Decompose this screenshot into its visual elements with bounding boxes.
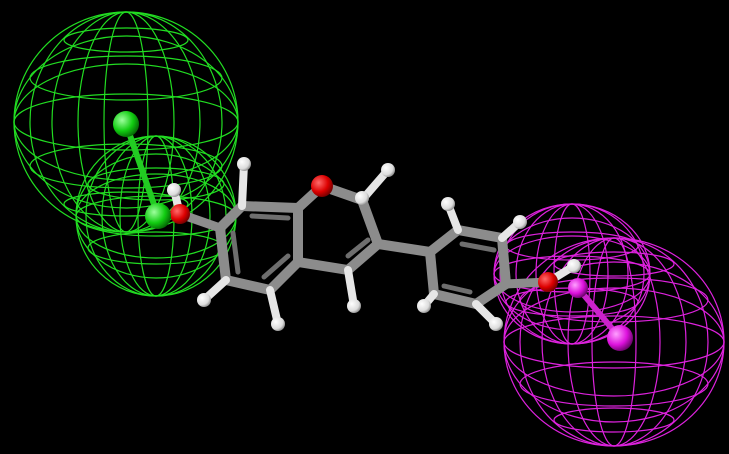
hydrogen-atom <box>197 293 211 307</box>
hydrogen-atom <box>237 157 251 171</box>
donor-sphere-large <box>13 11 239 233</box>
hydrogen-atom <box>489 317 503 331</box>
hydrogen-atom <box>167 183 181 197</box>
hydrogen-atom <box>381 163 395 177</box>
donor-feature-tail <box>145 203 171 229</box>
right-hydroxyl-oxygen-atom <box>538 272 558 292</box>
hydrogen-atom <box>441 197 455 211</box>
donor-feature-head <box>113 111 139 137</box>
molecule-atoms[interactable] <box>113 111 633 351</box>
left-hydroxyl-oxygen-atom <box>170 204 190 224</box>
hydrogen-atom <box>417 299 431 313</box>
acceptor-feature-head <box>568 278 588 298</box>
aromatic-double-bonds <box>230 213 497 295</box>
ring-oxygen-atom <box>311 175 333 197</box>
hydrogen-atom <box>513 215 527 229</box>
donor-feature-mesh[interactable] <box>13 11 239 297</box>
acceptor-sphere-large <box>503 237 725 447</box>
acceptor-feature-tail <box>607 325 633 351</box>
acceptor-feature-mesh[interactable] <box>493 203 725 447</box>
hydrogen-atom <box>271 317 285 331</box>
hydrogen-atom <box>567 259 581 273</box>
carbon-bonds <box>215 195 511 309</box>
hydrogen-atom <box>347 299 361 313</box>
hydrogen-atom <box>355 191 369 205</box>
